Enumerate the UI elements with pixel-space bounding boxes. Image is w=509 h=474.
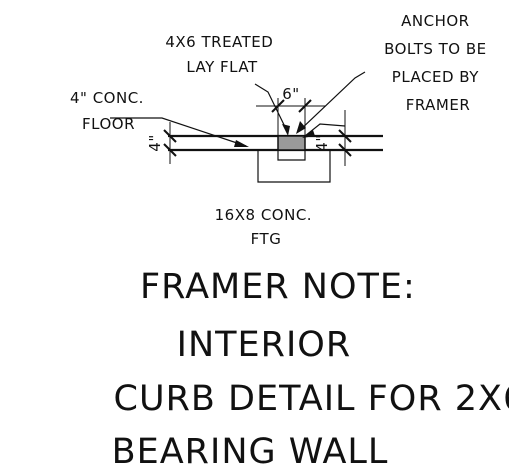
leader-anchor <box>297 71 366 133</box>
leader-lumber <box>254 83 289 134</box>
leader-anchor-arrowhead <box>296 121 306 134</box>
label-footing-line-1: 16X8 CONC. <box>215 206 312 224</box>
leader-lumber-arrowhead <box>282 124 290 136</box>
label-dim-right-height: 4" <box>313 134 331 151</box>
label-lumber: 4X6 TREATED LAY FLAT <box>165 33 278 76</box>
label-dim-left-height: 4" <box>146 134 164 151</box>
leader-concrete-right-arrowhead <box>302 130 315 138</box>
leader-floor <box>110 117 247 147</box>
dim-right-tick-bottom <box>338 143 352 157</box>
label-floor-line-1: 4" CONC. <box>70 89 144 107</box>
dim-left-tick-bottom <box>163 143 177 157</box>
framer-note-line-3: CURB DETAIL FOR 2X6 <box>114 379 509 419</box>
label-floor-line-2: FLOOR <box>82 115 135 133</box>
treated-4x6-block <box>277 135 306 151</box>
label-lumber-line-1: 4X6 TREATED <box>165 33 273 51</box>
leader-floor-arrowhead <box>234 140 249 147</box>
dim-left-tick-top <box>163 129 177 143</box>
label-floor: 4" CONC. FLOOR <box>70 89 149 133</box>
label-anchor-line-2: BOLTS TO BE <box>384 40 487 58</box>
label-anchor-line-1: ANCHOR <box>401 12 469 30</box>
label-anchor: ANCHOR BOLTS TO BE PLACED BY FRAMER <box>384 12 492 114</box>
label-lumber-line-2: LAY FLAT <box>186 58 258 76</box>
framer-note-line-4: BEARING WALL <box>112 432 389 472</box>
dim-right-tick-top <box>338 129 352 143</box>
footing-outline <box>257 150 331 183</box>
label-footing-line-2: FTG <box>251 230 282 248</box>
footing-inner-line <box>277 150 306 161</box>
label-anchor-line-3: PLACED BY <box>392 68 479 86</box>
dim-width-tick-left <box>271 99 285 113</box>
framer-note-line-1: FRAMER NOTE: <box>140 267 416 307</box>
framer-note: FRAMER NOTE: INTERIOR CURB DETAIL FOR 2X… <box>112 267 509 472</box>
label-dim-width: 6" <box>282 85 299 103</box>
label-footing: 16X8 CONC. FTG <box>215 206 318 248</box>
framer-note-line-2: INTERIOR <box>177 325 352 365</box>
leader-concrete-right <box>304 123 346 137</box>
dim-width-tick-right <box>298 99 312 113</box>
label-anchor-line-4: FRAMER <box>406 96 471 114</box>
